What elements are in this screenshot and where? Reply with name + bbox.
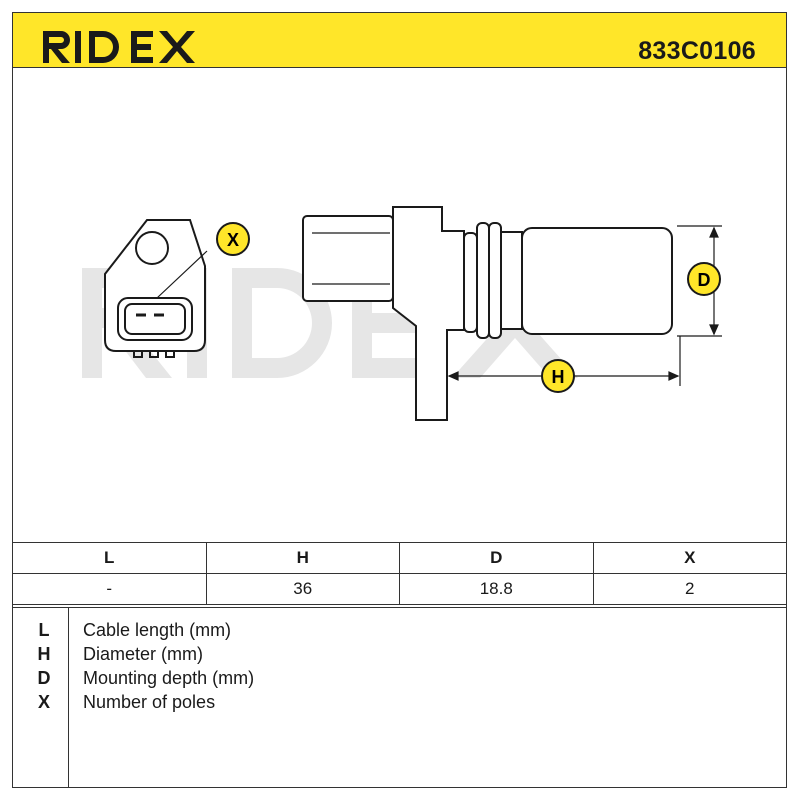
legend-description: Mounting depth (mm)	[83, 668, 255, 688]
legend-code: X	[37, 692, 50, 712]
spec-value-l: -	[12, 573, 207, 605]
spec-header-row: L H D X	[12, 542, 787, 574]
callout-h: H	[541, 359, 575, 393]
ridex-logo	[43, 31, 195, 63]
legend-description: Number of poles	[83, 692, 216, 712]
callout-d: D	[687, 262, 721, 296]
sensor-side-view	[302, 206, 673, 421]
legend-item: H Diameter (mm)	[12, 644, 787, 668]
spec-header-h: H	[205, 542, 400, 574]
legend-item: D Mounting depth (mm)	[12, 668, 787, 692]
spec-value-row: - 36 18.8 2	[12, 573, 787, 605]
svg-text:X: X	[227, 230, 239, 250]
technical-drawing: X D H	[82, 206, 722, 421]
legend-item: X Number of poles	[12, 692, 787, 716]
legend-description: Cable length (mm)	[83, 620, 232, 640]
callout-x: X	[216, 222, 250, 256]
spec-value-d: 18.8	[399, 573, 594, 605]
spec-table: L H D X - 36 18.8 2	[12, 542, 787, 605]
part-number: 833C0106	[638, 37, 756, 65]
spec-header-d: D	[399, 542, 594, 574]
spec-header-l: L	[12, 542, 207, 574]
header-bar: 833C0106	[12, 12, 787, 68]
legend-code: D	[37, 668, 51, 688]
spec-value-h: 36	[205, 573, 400, 605]
spec-value-x: 2	[592, 573, 787, 605]
dimension-d	[677, 225, 722, 337]
spec-header-x: X	[592, 542, 787, 574]
legend-divider	[68, 608, 69, 788]
legend-item: L Cable length (mm)	[12, 620, 787, 644]
legend-description: Diameter (mm)	[83, 644, 203, 664]
legend-code: H	[37, 644, 51, 664]
legend: L Cable length (mm) H Diameter (mm) D Mo…	[12, 607, 787, 788]
legend-code: L	[38, 620, 50, 640]
svg-text:D: D	[698, 270, 711, 290]
connector-front-view	[104, 219, 208, 358]
svg-text:H: H	[552, 367, 565, 387]
